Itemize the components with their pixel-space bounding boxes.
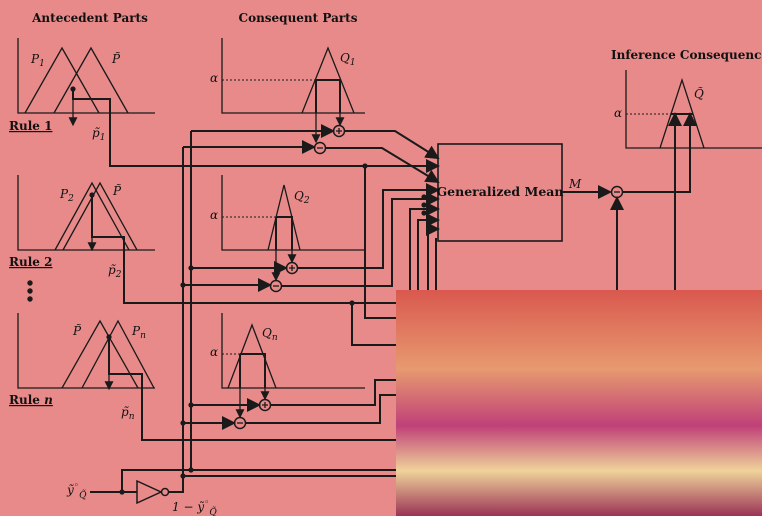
rules-ellipsis (27, 280, 33, 302)
rule-1-strength: p̃1 (92, 126, 105, 143)
overlay-abstract-image (396, 290, 762, 516)
rule-1-consequent-set: Q1 (340, 51, 356, 68)
rule-n-label: Rule n (9, 393, 53, 407)
rule-n-set-a: P̃ (72, 323, 82, 338)
inputs-ellipsis (421, 194, 427, 216)
rule-n-consequent-plot (221, 313, 365, 389)
inverted-input-label: 1 − ỹ◦Q̃ (172, 498, 217, 516)
inverter-bubble (160, 487, 170, 497)
antecedent-header: Antecedent Parts (31, 11, 148, 25)
inference-output-set: Q̃ (694, 86, 704, 101)
rule-1-label: Rule 1 (9, 119, 52, 133)
input-bus (188, 124, 335, 470)
rule-2-antecedent-plot (17, 175, 155, 252)
rule-n-antecedent-plot (17, 313, 155, 391)
input-label: ỹ◦Q̃ (66, 481, 87, 501)
rule-n-strength: p̃n (121, 405, 135, 422)
rule-n-consequent-set: Qn (262, 326, 278, 343)
rule-1-alpha: α (210, 71, 218, 85)
rule-1-set-a: P1 (30, 52, 45, 69)
rule-n-alpha: α (210, 345, 218, 359)
rule-2-consequent-set: Q2 (294, 189, 310, 206)
consequent-header: Consequent Parts (239, 11, 358, 25)
rule-2-set-a: P2 (59, 187, 74, 204)
inference-plot (623, 70, 762, 290)
rule-2-consequent-plot (221, 175, 365, 251)
inverter-gate (136, 479, 163, 505)
rule-2-strength: p̃2 (108, 263, 122, 280)
rule-2-label: Rule 2 (9, 255, 52, 269)
generalized-mean-label: Generalized Mean (437, 184, 564, 199)
rule-2-alpha: α (210, 208, 218, 222)
mean-output-label: M (568, 177, 582, 191)
rule-2-set-b: P̃ (112, 183, 122, 198)
rule-n-set-b: Pn (131, 324, 146, 341)
rule-1-set-b: P̃ (111, 51, 121, 66)
rule-1-consequent-plot (221, 38, 365, 114)
inference-header: Inference Consequence (611, 48, 762, 62)
inference-alpha: α (614, 106, 622, 120)
